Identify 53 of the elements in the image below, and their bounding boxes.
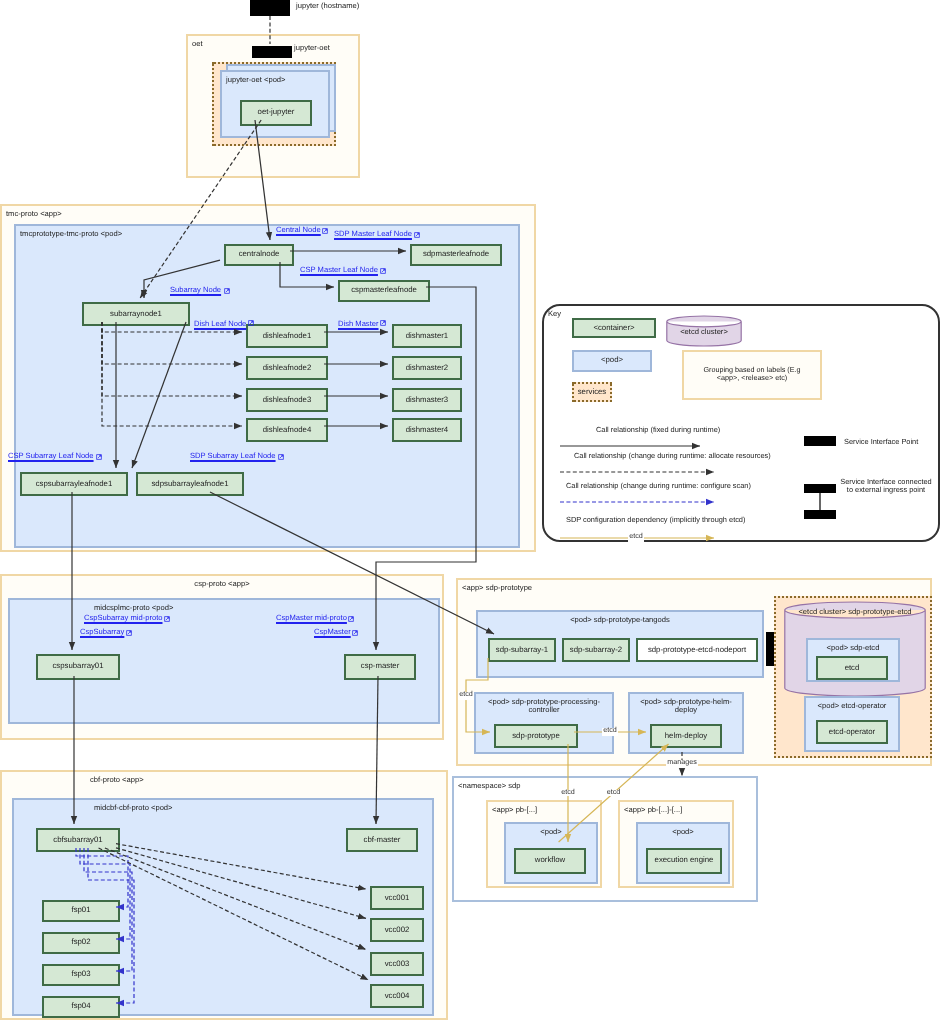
- arrow: [79, 847, 131, 943]
- pod-box: [12, 798, 434, 1016]
- arrow: [279, 261, 335, 291]
- app-group: [486, 800, 602, 888]
- etcd-cluster-cylinder: [666, 316, 742, 346]
- arrow: [254, 119, 273, 241]
- arrow: [573, 728, 647, 736]
- pod-box: [806, 638, 900, 682]
- service-interface-point: [250, 0, 290, 16]
- arrow: [139, 119, 262, 299]
- arrow: [83, 847, 133, 975]
- app-group: [186, 34, 360, 178]
- service-interface-point: [252, 46, 292, 58]
- services-box: [774, 596, 932, 758]
- arrow: [465, 657, 491, 736]
- app-group: [0, 770, 448, 1020]
- arrow: [115, 847, 367, 920]
- arrow: [372, 286, 477, 651]
- pod-box: [8, 598, 440, 724]
- app-group: [0, 574, 444, 740]
- arrow: [70, 675, 78, 825]
- arrow: [209, 491, 495, 635]
- app-group: [456, 578, 932, 766]
- arrow: [564, 743, 572, 843]
- arrow: [558, 743, 670, 843]
- service-interface-point: [766, 632, 774, 666]
- arrow: [75, 847, 129, 911]
- arrow: [131, 321, 187, 469]
- arrow: [97, 847, 370, 981]
- arrow: [68, 491, 76, 651]
- namespace-group: [452, 776, 758, 902]
- arrow: [115, 843, 367, 891]
- arrow: [323, 422, 389, 430]
- arrow: [678, 751, 686, 777]
- arrow: [87, 847, 135, 1007]
- arrow: [323, 328, 389, 336]
- pod-box: [804, 696, 900, 752]
- key-panel: [542, 304, 940, 542]
- pod-box: [504, 822, 598, 884]
- pod-box: [476, 610, 764, 678]
- arrow: [112, 321, 120, 469]
- arrow: [323, 392, 389, 400]
- arrow: [289, 247, 407, 255]
- arrow: [140, 259, 221, 299]
- etcd-cluster-cylinder: [784, 602, 926, 696]
- pod-box: [636, 822, 730, 884]
- pod-box: [628, 692, 744, 754]
- arrow: [323, 360, 389, 368]
- arrow: [372, 675, 380, 825]
- arrow: [101, 321, 243, 430]
- arrow: [104, 847, 367, 951]
- pod-box: [474, 692, 614, 754]
- app-group: [618, 800, 734, 888]
